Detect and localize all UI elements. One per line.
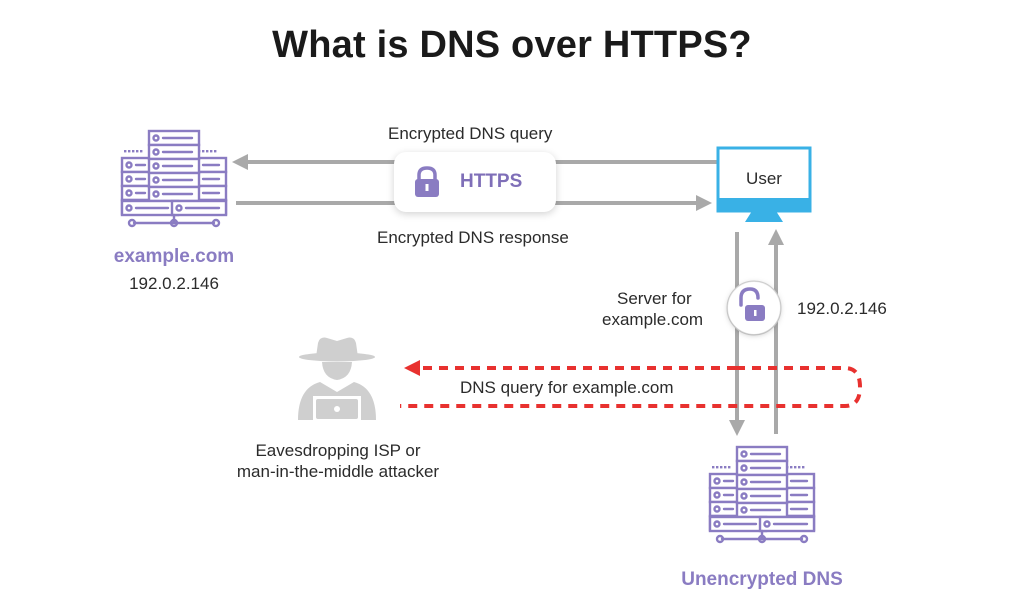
monitor-icon (716, 146, 812, 222)
intercepted-query-path (400, 366, 863, 408)
attacker-label-line1: Eavesdropping ISP or (255, 441, 421, 460)
server-for-label-line2: example.com (602, 310, 704, 329)
lock-open-icon (726, 280, 782, 336)
lock-closed-icon (415, 166, 439, 197)
page-title: What is DNS over HTTPS? (272, 24, 752, 66)
https-label: HTTPS (460, 171, 523, 192)
user-label: User (746, 169, 782, 188)
returned-ip-label: 192.0.2.146 (797, 299, 887, 318)
encrypted-query-label: Encrypted DNS query (388, 124, 553, 143)
unencrypted-dns-server-icon (708, 445, 816, 544)
hacker-icon (298, 337, 376, 420)
encrypted-response-label: Encrypted DNS response (377, 228, 569, 247)
https-badge: HTTPS (394, 152, 556, 212)
attacker-label-line2: man-in-the-middle attacker (236, 462, 440, 481)
example-server-name: example.com (113, 246, 235, 267)
unencrypted-dns-label: Unencrypted DNS (681, 569, 843, 590)
example-server-icon (120, 129, 228, 228)
example-server-ip: 192.0.2.146 (129, 274, 219, 293)
server-for-label-line1: Server for (617, 289, 692, 308)
dns-query-label: DNS query for example.com (460, 378, 674, 397)
